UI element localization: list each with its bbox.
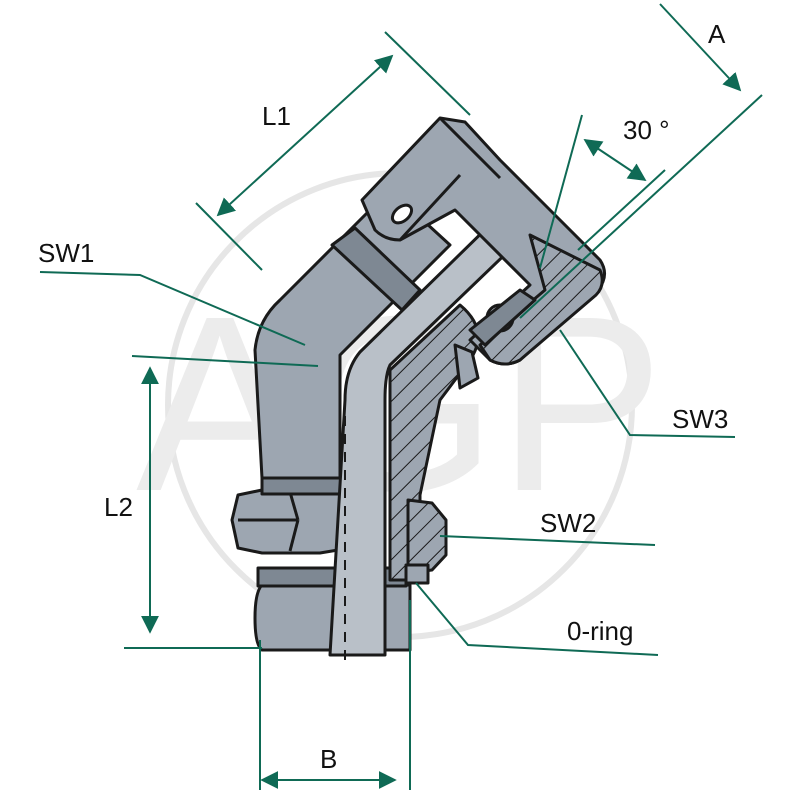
elbow-boss [453,343,480,390]
label-l1: L1 [262,101,291,131]
label-sw3: SW3 [672,404,728,434]
l1-extension-a [195,202,263,271]
pin-hole [390,203,414,225]
sw2-hex-edge [288,491,300,521]
l1-extension-b [384,31,471,116]
label-b: B [320,744,337,774]
label-a: A [708,19,726,49]
label-sw1: SW1 [38,238,94,268]
sw3-leader [559,329,736,438]
angle-dimension [583,139,647,181]
sw2-hex-edge [288,519,300,552]
label-oring: 0-ring [567,616,633,646]
sw2-nut-base [404,563,430,585]
fitting-body [230,116,606,660]
oring-leader [415,582,659,656]
l1-dimension [216,54,394,217]
a-extension-b [519,94,763,319]
dimension-lines [39,3,763,790]
elbow-outer [253,238,397,480]
inner-cone [468,288,537,347]
a-extension-a [659,3,742,92]
label-sw2: SW2 [540,508,596,538]
a-extension-c [577,169,666,251]
angle-ref-line [539,114,583,269]
label-l2: L2 [104,492,133,522]
l2-extension-top [131,355,319,367]
label-angle: 30 ° [623,115,670,145]
sw1-band [330,226,422,312]
sw2-leader [439,535,656,546]
sw3-edge [438,116,502,180]
labels: L1 A 30 ° SW1 L2 SW3 SW2 0-ring B [38,19,728,774]
sw3-edge [398,173,462,242]
sw1-leader [39,271,306,346]
